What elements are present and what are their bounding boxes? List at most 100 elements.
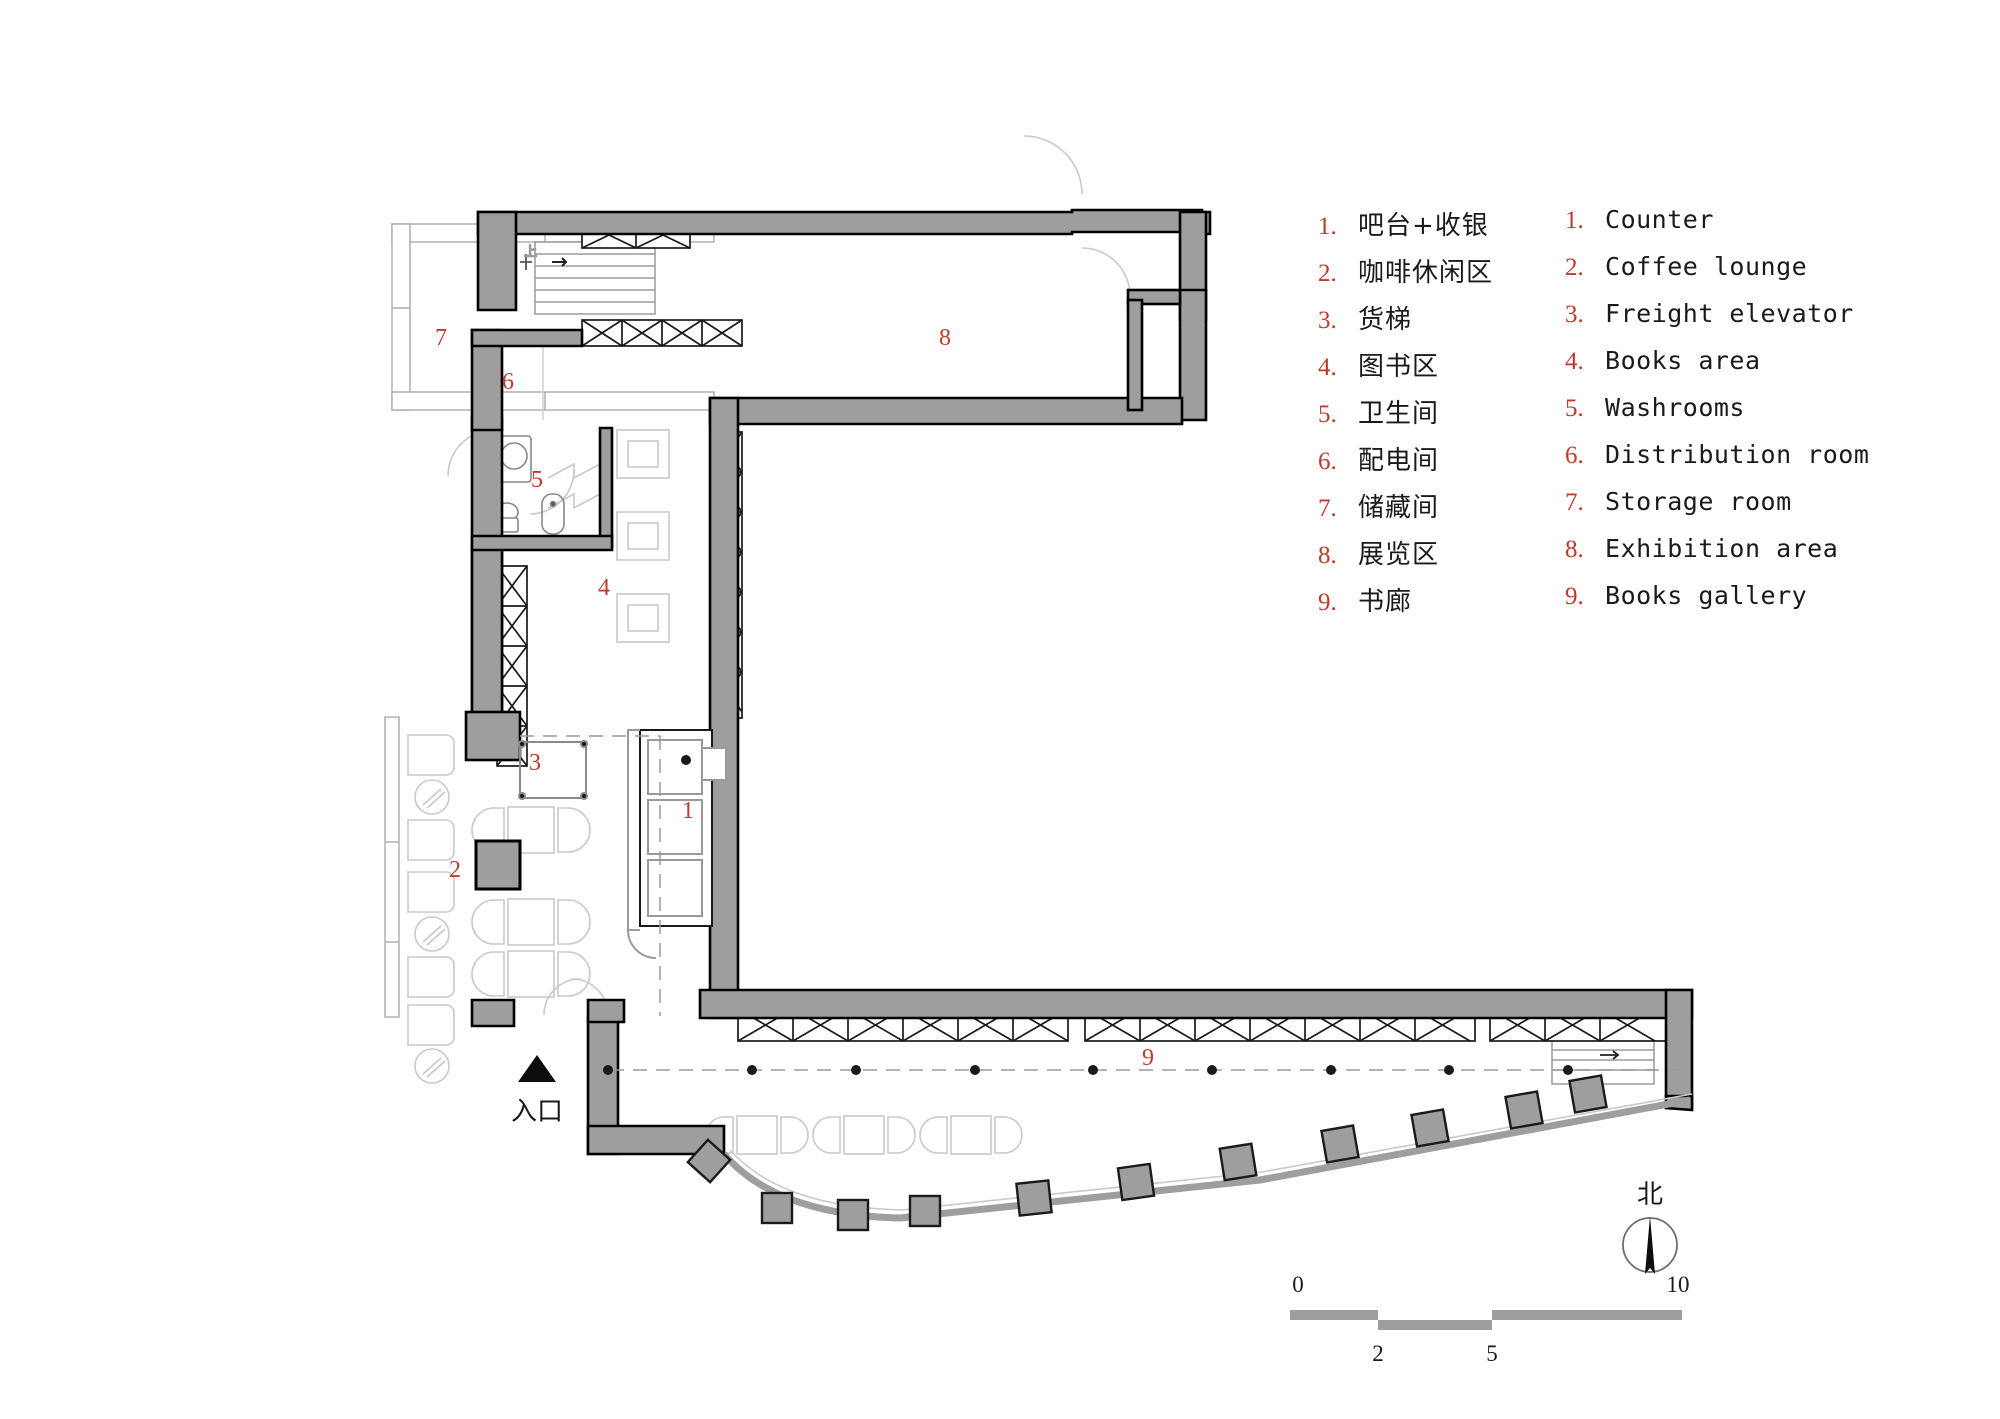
legend-label: 卫生间 bbox=[1358, 399, 1440, 429]
room-label-7: 7 bbox=[435, 325, 447, 351]
room-label-4: 4 bbox=[598, 575, 610, 601]
legend-number: 1. bbox=[1565, 207, 1584, 234]
room-label-8: 8 bbox=[939, 325, 951, 351]
scale-bar: 0 2 5 10 bbox=[1290, 1272, 1690, 1366]
room-number-labels: 1 2 3 4 5 6 7 8 9 bbox=[435, 325, 1154, 1071]
room-label-9: 9 bbox=[1142, 1045, 1154, 1071]
legend-item: 3. 货梯 bbox=[1318, 299, 1493, 346]
legend-column-english: 1. Counter 2. Coffee lounge 3. Freight e… bbox=[1565, 205, 1869, 628]
legend-item: 6. 配电间 bbox=[1318, 440, 1493, 487]
legend-number: 4. bbox=[1318, 354, 1337, 381]
legend-label: Washrooms bbox=[1605, 393, 1745, 422]
wall-west-spine-lower bbox=[470, 542, 504, 728]
wall-lounge-south bbox=[470, 998, 516, 1028]
wall-east-upper bbox=[1178, 288, 1208, 422]
axis-nodes bbox=[603, 1065, 1573, 1075]
wall-washroom bbox=[598, 426, 614, 550]
north-label: 北 bbox=[1637, 1180, 1663, 1210]
washroom-fixtures bbox=[495, 435, 601, 535]
legend-item: 6. Distribution room bbox=[1565, 440, 1869, 487]
room-label-6: 6 bbox=[502, 369, 514, 395]
books-gallery-seating bbox=[705, 1115, 1023, 1155]
wall-nw-corner bbox=[476, 210, 518, 312]
room-label-1: 1 bbox=[682, 798, 694, 824]
legend-number: 7. bbox=[1565, 489, 1584, 516]
stairs-layer: 上 bbox=[520, 241, 1655, 1085]
legend-number: 5. bbox=[1565, 395, 1584, 422]
wall-washroom-south bbox=[470, 534, 614, 552]
legend-item: 8. Exhibition area bbox=[1565, 534, 1869, 581]
legend-label: Counter bbox=[1605, 205, 1714, 234]
legend-label: 吧台+收银 bbox=[1358, 211, 1489, 241]
legend-number: 8. bbox=[1565, 536, 1584, 563]
legend-number: 9. bbox=[1565, 583, 1584, 610]
room-label-2: 2 bbox=[449, 857, 461, 883]
entrance-arrow-icon bbox=[518, 1055, 556, 1082]
wall-books-east bbox=[708, 396, 740, 1020]
legend-label: Books gallery bbox=[1605, 581, 1808, 610]
scale-tick-0: 0 bbox=[1292, 1272, 1304, 1297]
legend-label: 书廊 bbox=[1358, 587, 1413, 617]
wall-entrance-top bbox=[586, 998, 626, 1024]
legend-item: 5. Washrooms bbox=[1565, 393, 1869, 440]
legend-item: 2. Coffee lounge bbox=[1565, 252, 1869, 299]
stair-southeast bbox=[1551, 1039, 1655, 1085]
room-label-3: 3 bbox=[529, 750, 541, 776]
legend-item: 4. Books area bbox=[1565, 346, 1869, 393]
scale-tick-5: 5 bbox=[1486, 1341, 1498, 1366]
legend-label: 展览区 bbox=[1358, 540, 1440, 570]
legend-label: 咖啡休闲区 bbox=[1358, 258, 1494, 288]
legend-item: 4. 图书区 bbox=[1318, 346, 1493, 393]
scale-tick-2: 2 bbox=[1372, 1341, 1384, 1366]
wall-freight-elevator bbox=[464, 710, 522, 762]
legend-number: 2. bbox=[1318, 260, 1337, 287]
scale-tick-10: 10 bbox=[1667, 1272, 1690, 1297]
legend-item: 3. Freight elevator bbox=[1565, 299, 1869, 346]
legend-number: 2. bbox=[1565, 254, 1584, 281]
legend-label: 储藏间 bbox=[1358, 493, 1440, 523]
wall-north bbox=[476, 208, 1212, 236]
legend-label: Storage room bbox=[1605, 487, 1792, 516]
legend-number: 6. bbox=[1565, 442, 1584, 469]
legend-item: 7. 储藏间 bbox=[1318, 487, 1493, 534]
walls-layer bbox=[464, 208, 1694, 1156]
legend-item: 1. 吧台+收银 bbox=[1318, 205, 1493, 252]
stair-northwest: 上 bbox=[520, 241, 656, 315]
legend-label: Coffee lounge bbox=[1605, 252, 1808, 281]
lounge-service-block bbox=[474, 839, 522, 891]
legend-label: Books area bbox=[1605, 346, 1761, 375]
legend-item: 9. 书廊 bbox=[1318, 581, 1493, 628]
north-needle-icon bbox=[1645, 1216, 1655, 1274]
room-label-5: 5 bbox=[531, 467, 543, 493]
legend-number: 9. bbox=[1318, 589, 1337, 616]
wall-gallery-east bbox=[1664, 988, 1694, 1110]
gallery-curved-screen bbox=[686, 1074, 1693, 1232]
legend-item: 9. Books gallery bbox=[1565, 581, 1869, 628]
legend-column-chinese: 1. 吧台+收银 2. 咖啡休闲区 3. 货梯 4. 图书区 5. 卫生间 6.… bbox=[1318, 205, 1493, 628]
legend-label: 货梯 bbox=[1358, 305, 1413, 335]
legend-item: 5. 卫生间 bbox=[1318, 393, 1493, 440]
coffee-lounge-tables bbox=[471, 806, 591, 998]
legend: 1. 吧台+收银 2. 咖啡休闲区 3. 货梯 4. 图书区 5. 卫生间 6.… bbox=[1318, 205, 1869, 628]
legend-number: 5. bbox=[1318, 401, 1337, 428]
axis-dashed-lines bbox=[520, 735, 1680, 1071]
counter-area bbox=[627, 729, 727, 959]
legend-number: 6. bbox=[1318, 448, 1337, 475]
legend-label: Freight elevator bbox=[1605, 299, 1854, 328]
legend-number: 4. bbox=[1565, 348, 1584, 375]
legend-label: Distribution room bbox=[1605, 440, 1870, 469]
freight-elevator-cab bbox=[518, 740, 588, 800]
legend-number: 8. bbox=[1318, 542, 1337, 569]
coffee-lounge-glazing bbox=[384, 716, 400, 1018]
entrance-marker: 入口 bbox=[511, 1055, 563, 1127]
entrance-label: 入口 bbox=[511, 1097, 563, 1127]
legend-label: 图书区 bbox=[1358, 352, 1440, 382]
wall-gallery-north bbox=[698, 988, 1694, 1020]
books-area-tables bbox=[616, 429, 670, 643]
wall-distribution-top bbox=[470, 328, 584, 348]
legend-number: 1. bbox=[1318, 213, 1337, 240]
legend-item: 8. 展览区 bbox=[1318, 534, 1493, 581]
legend-number: 3. bbox=[1318, 307, 1337, 334]
svg-text:上: 上 bbox=[524, 245, 537, 260]
